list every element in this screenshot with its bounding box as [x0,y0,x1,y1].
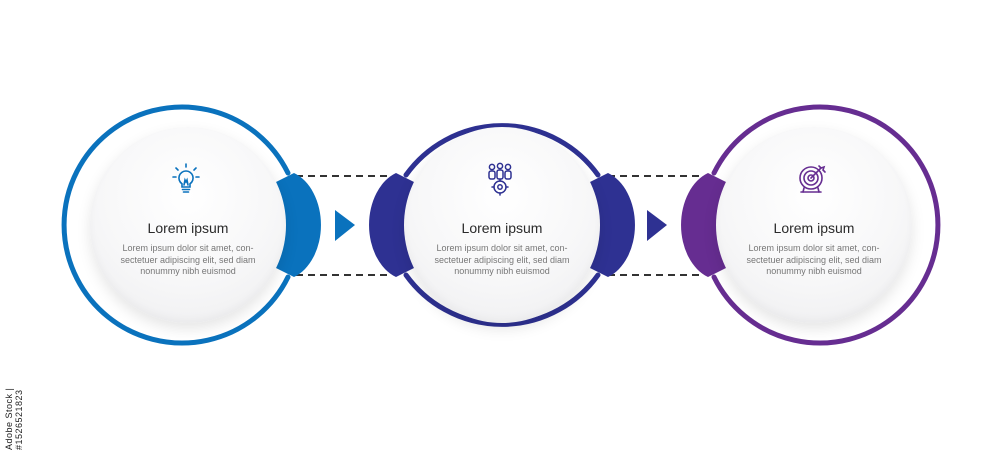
step-title: Lorem ipsum [461,220,543,236]
arrow-right-icon-1 [335,210,355,241]
step-ring [681,104,941,346]
desc-line: nonummy nibh euismod [140,266,236,276]
step-ring [61,104,321,346]
desc-line: nonummy nibh euismod [454,266,550,276]
stock-watermark-label: Adobe Stock | #1526521823 [4,387,24,450]
desc-line: nonummy nibh euismod [766,266,862,276]
step-description: Lorem ipsum dolor sit amet, con- sectetu… [427,243,577,278]
desc-line: Lorem ipsum dolor sit amet, con- [436,243,568,253]
step-description: Lorem ipsum dolor sit amet, con- sectetu… [113,243,263,278]
step-2: Lorem ipsum Lorem ipsum dolor sit amet, … [369,105,635,345]
step-inner-circle [90,127,286,323]
desc-line: Lorem ipsum dolor sit amet, con- [748,243,880,253]
target-icon [799,165,826,193]
desc-line: sectetuer adipiscing elit, sed diam [746,254,882,265]
desc-line: Lorem ipsum dolor sit amet, con- [122,243,254,253]
step-inner-circle [716,127,912,323]
step-1: Lorem ipsum Lorem ipsum dolor sit amet, … [61,104,321,346]
lightbulb-icon [172,163,200,193]
desc-line: sectetuer adipiscing elit, sed diam [434,254,570,265]
arrow-right-icon-2 [647,210,667,241]
step-description: Lorem ipsum dolor sit amet, con- sectetu… [739,243,889,278]
step-title: Lorem ipsum [147,220,229,236]
step-ring [369,123,635,327]
team-gear-icon [488,162,512,196]
desc-line: sectetuer adipiscing elit, sed diam [120,254,256,265]
step-title: Lorem ipsum [773,220,855,236]
step-inner-circle [404,127,600,323]
step-3: Lorem ipsum Lorem ipsum dolor sit amet, … [681,104,941,346]
